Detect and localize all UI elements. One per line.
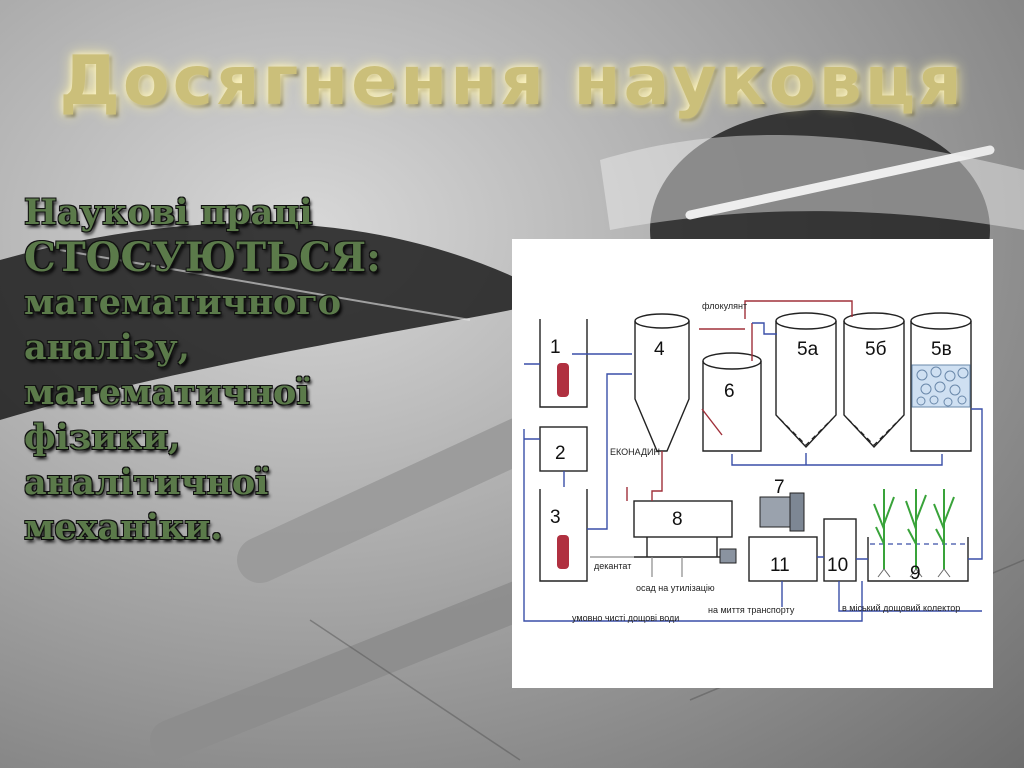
topic-line: СТОСУЮТЬСЯ: <box>24 234 381 281</box>
topic-line: фізики, <box>24 417 181 458</box>
tank-5b <box>843 321 905 449</box>
unit-label: 8 <box>672 509 683 530</box>
unit-label: 5б <box>865 339 887 360</box>
settler-4-top <box>634 313 690 329</box>
tank-5a-top <box>775 312 837 330</box>
decantate-label: декантат <box>594 561 631 571</box>
sludge-label: осад на утилізацію <box>636 583 715 593</box>
tank-5a-cone <box>779 418 833 446</box>
centrifuge-drive <box>719 548 737 564</box>
unit-label: 11 <box>770 555 790 576</box>
unit-label: 4 <box>654 339 665 360</box>
unit-11 <box>748 536 818 582</box>
centrifuge-8-base <box>634 537 734 558</box>
topic-line: аналізу, <box>24 327 190 368</box>
tank-3 <box>539 489 588 582</box>
unit-label: 5в <box>931 339 952 360</box>
unit-label: 6 <box>724 381 735 402</box>
topic-line: Наукові праці <box>24 192 313 233</box>
topic-line: механіки. <box>24 507 223 548</box>
pump-1 <box>557 363 569 397</box>
centrifuge-8 <box>633 500 733 538</box>
gearbox-7 <box>789 492 805 532</box>
research-topics: Наукові праці СТОСУЮТЬСЯ: математичного … <box>24 190 404 550</box>
unit-label: 3 <box>550 507 561 528</box>
tank-5b-top <box>843 312 905 330</box>
unit-10 <box>823 518 857 582</box>
tank-5v <box>910 321 972 452</box>
unit-label: 9 <box>910 563 921 584</box>
city-collector-label: в міський дощовий колектор <box>842 603 960 613</box>
car-wash-label: на миття транспорту <box>708 605 795 615</box>
topic-line: математичної <box>24 372 310 413</box>
tank-5b-cone <box>847 418 901 446</box>
line-5v-to-9 <box>968 408 983 560</box>
sludge-line <box>651 557 683 577</box>
topic-line: аналітичної <box>24 462 269 503</box>
line-3-to-4 <box>587 373 632 530</box>
rainwater-label: умовно чисті дощові води <box>572 613 679 623</box>
treatment-scheme-diagram: 1 2 3 4 6 5а 5б 5в 8 7 11 10 9 флокулянт… <box>512 239 993 688</box>
tank-5a <box>775 321 837 449</box>
pump-3 <box>557 535 569 569</box>
collector-line <box>731 453 943 466</box>
flocculant-line <box>744 300 853 319</box>
inlet-lines <box>524 363 540 440</box>
unit-label: 10 <box>827 555 848 576</box>
econadin-label: ЕКОНАДИН <box>610 447 660 457</box>
flocculant-label: флокулянт <box>702 301 747 311</box>
motor-7 <box>759 496 791 528</box>
rainwater-line <box>523 429 863 622</box>
slide-title: Досягнення науковця <box>59 42 965 121</box>
unit-label: 5а <box>797 339 819 360</box>
treatment-scheme-svg: 1 2 3 4 6 5а 5б 5в 8 7 11 10 9 флокулянт… <box>523 300 983 623</box>
tank-5v-top <box>910 312 972 330</box>
unit-label: 7 <box>774 477 785 498</box>
topic-line: математичного <box>24 282 342 323</box>
unit-label: 1 <box>550 337 561 358</box>
econadin-line <box>651 451 663 501</box>
unit-label: 2 <box>555 443 566 464</box>
tank-6 <box>702 361 762 452</box>
tank-1 <box>539 319 588 408</box>
